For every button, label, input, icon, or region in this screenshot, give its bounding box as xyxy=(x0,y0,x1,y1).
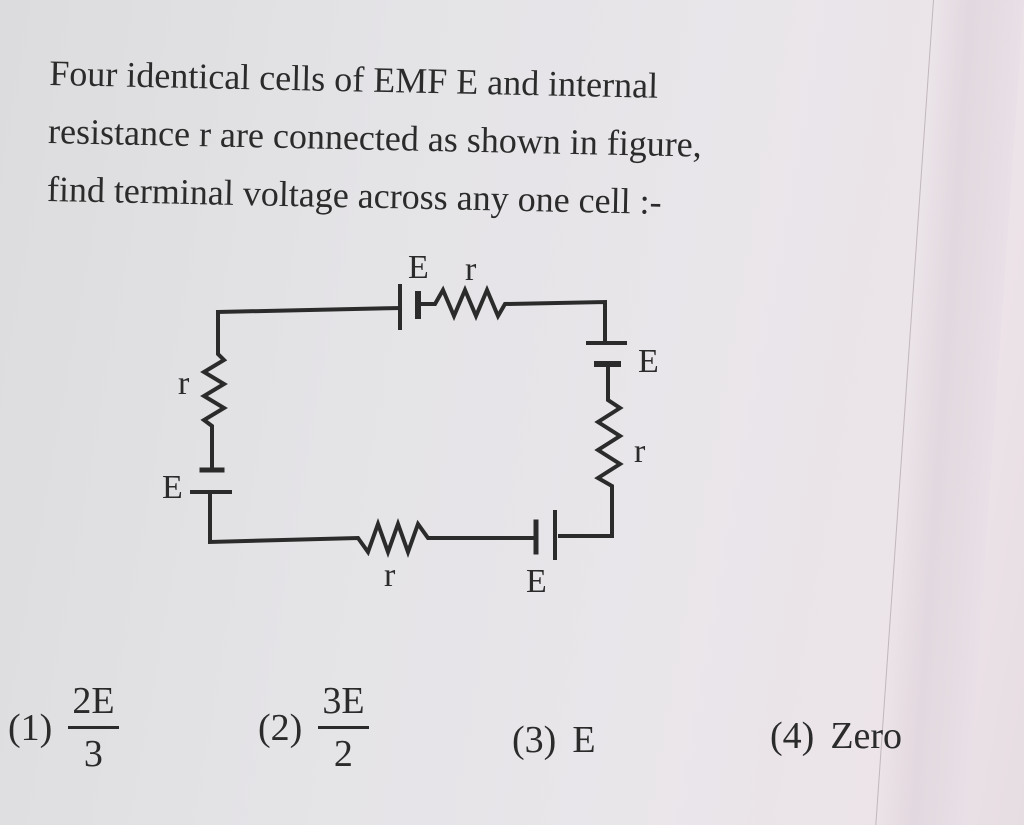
option-4-number: (4) xyxy=(770,715,815,757)
answer-options: (1) 2E 3 (2) 3E 2 (3) E (4) Zero xyxy=(0,660,1024,825)
left-cell-label: E xyxy=(162,469,183,506)
option-3[interactable]: (3) E xyxy=(512,718,596,762)
bottom-resistor xyxy=(208,490,538,558)
top-resistor xyxy=(416,284,607,342)
right-resistor xyxy=(558,362,624,538)
option-3-number: (3) xyxy=(512,719,557,761)
bottom-cell-label: E xyxy=(526,563,547,600)
option-4[interactable]: (4) Zero xyxy=(770,714,902,758)
question-text: Four identical cells of EMF E and intern… xyxy=(46,44,909,236)
option-4-text: Zero xyxy=(830,715,903,757)
option-3-text: E xyxy=(572,719,596,761)
left-resistor-label: r xyxy=(178,365,190,402)
option-2[interactable]: (2) 3E 2 xyxy=(258,682,369,773)
option-2-fraction: 3E 2 xyxy=(318,682,369,775)
option-2-number: (2) xyxy=(258,706,303,749)
top-cell-label: E xyxy=(408,249,429,286)
circuit-diagram: E r E r E r E r xyxy=(160,240,700,600)
option-2-numerator: 3E xyxy=(318,682,369,729)
option-1-fraction: 2E 3 xyxy=(68,682,119,775)
left-resistor xyxy=(200,310,228,472)
wire-top-left xyxy=(215,305,403,315)
top-resistor-label: r xyxy=(465,251,477,288)
option-1-number: (1) xyxy=(8,706,53,749)
option-1-denominator: 3 xyxy=(83,733,103,775)
bottom-resistor-label: r xyxy=(384,557,396,594)
option-1-numerator: 2E xyxy=(68,682,119,729)
option-1[interactable]: (1) 2E 3 xyxy=(8,682,119,773)
right-resistor-label: r xyxy=(634,433,646,470)
option-2-denominator: 2 xyxy=(333,733,353,775)
right-cell-label: E xyxy=(638,343,659,380)
circuit-svg: E r E r E r E r xyxy=(162,249,659,600)
